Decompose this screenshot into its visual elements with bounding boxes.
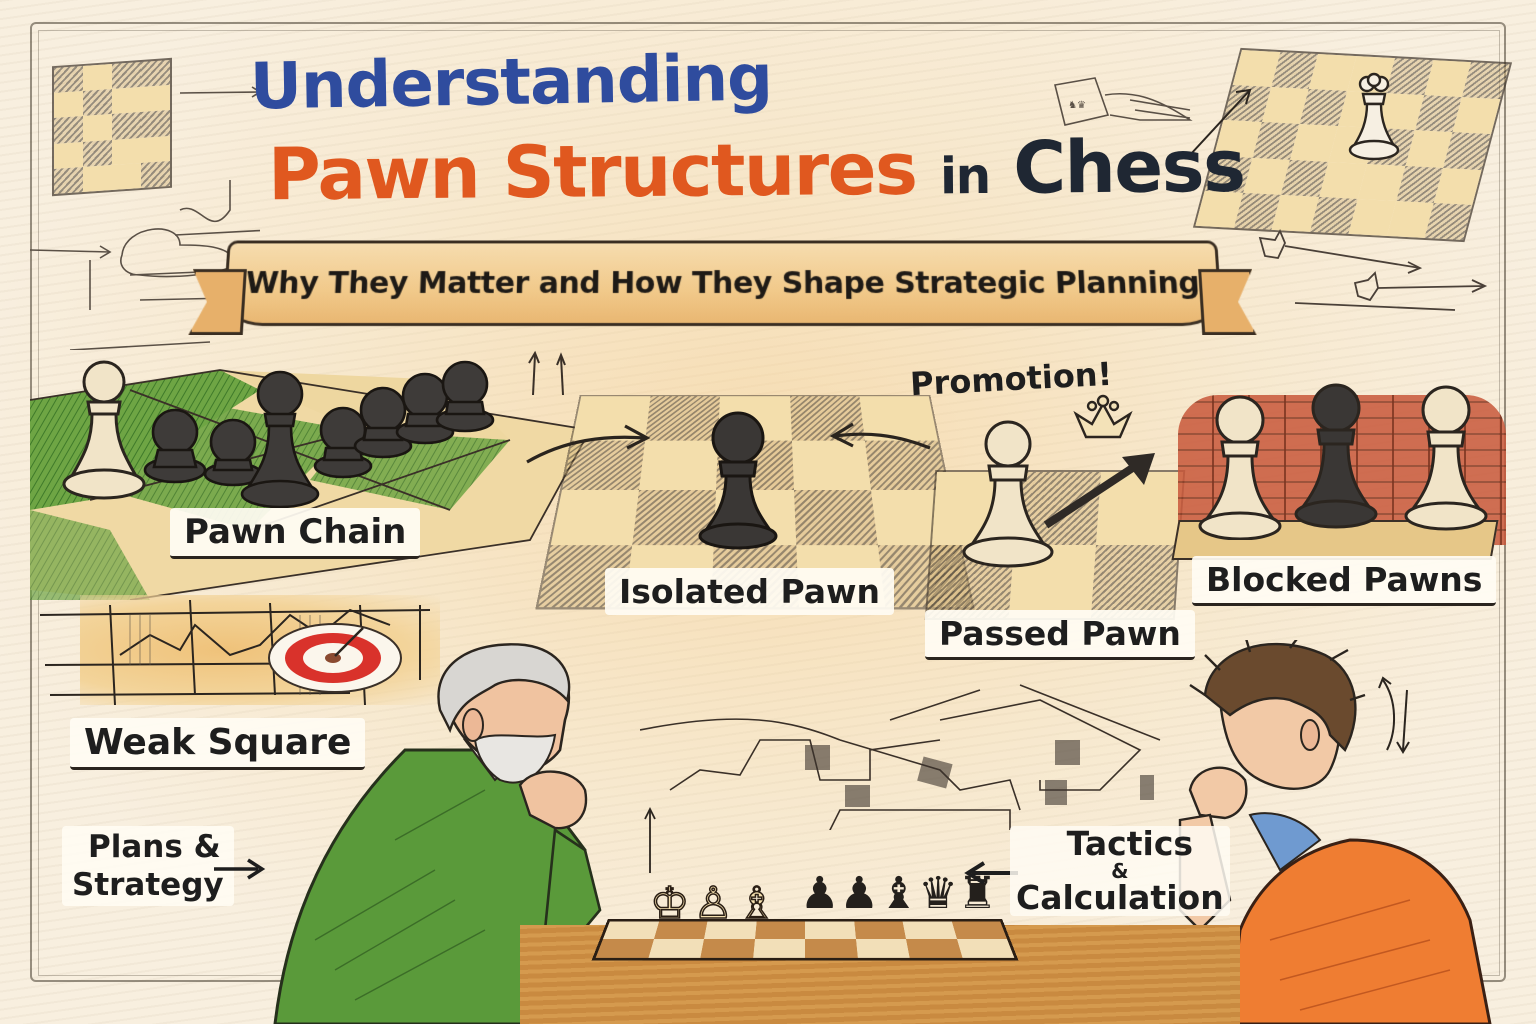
hand-sketch-icon: ♞♛	[1054, 77, 1193, 126]
label-plans-strategy: Plans & Strategy	[62, 826, 234, 906]
label-passed-pawn: Passed Pawn	[925, 610, 1195, 660]
crown-icon	[1073, 394, 1133, 439]
white-passed-pawn-icon	[962, 420, 1054, 568]
tactics-line-1: Tactics	[1066, 824, 1194, 863]
inward-arrows-icon	[526, 422, 931, 464]
black-chess-pieces: ♟♟♝♛♜	[800, 868, 998, 919]
target-icon	[268, 623, 402, 693]
tactics-ampersand: &	[1111, 859, 1129, 883]
title-line-2: Pawn Structures in Chess	[268, 124, 1245, 217]
arrow-up-right-icon	[1189, 88, 1252, 156]
title-pawn-structures: Pawn Structures	[267, 126, 917, 217]
label-weak-square: Weak Square	[70, 718, 366, 770]
white-pawn-icon	[62, 360, 146, 500]
young-player-illustration	[1178, 640, 1492, 1024]
black-pawn-chain-icon	[143, 360, 495, 509]
title-in: in	[939, 146, 990, 206]
tactics-line-2: Calculation	[1016, 878, 1224, 917]
up-arrows-icon	[528, 350, 566, 396]
label-isolated-pawn: Isolated Pawn	[605, 568, 894, 615]
white-chess-pieces: ♔♙♗	[649, 877, 781, 930]
queen-sketch-icon	[1348, 72, 1400, 161]
subtitle-banner: Why They Matter and How They Shape Strat…	[222, 240, 1223, 327]
black-isolated-pawn-icon	[698, 411, 778, 550]
arrow-right-icon	[214, 858, 266, 880]
title-chess: Chess	[1012, 123, 1245, 210]
sketch-arrows-right	[1258, 228, 1488, 311]
plans-strategy-line-2: Strategy	[72, 867, 224, 903]
label-blocked-pawns: Blocked Pawns	[1192, 556, 1497, 606]
diagonal-arrow-icon	[1043, 453, 1155, 529]
blocked-pawns-icon	[1198, 383, 1488, 540]
svg-text:♞♛: ♞♛	[1068, 100, 1086, 111]
bidirectional-arrow-icon	[1378, 676, 1410, 754]
label-tactics-calculation: Tactics & Calculation	[1010, 826, 1230, 916]
plans-strategy-line-1: Plans &	[88, 829, 221, 865]
subtitle-text: Why They Matter and How They Shape Strat…	[244, 265, 1201, 301]
small-up-arrow-icon	[644, 806, 656, 873]
central-structure-sketch	[640, 684, 1161, 830]
title-line-1: Understanding	[249, 41, 773, 125]
label-pawn-chain: Pawn Chain	[170, 508, 421, 559]
